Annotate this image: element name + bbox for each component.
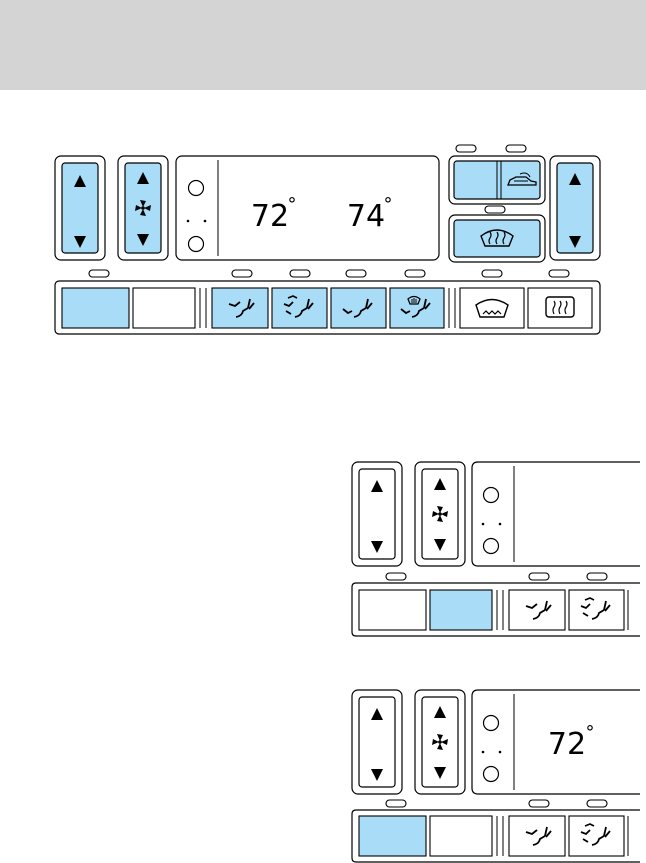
detail-panel-auto-mode: 72 ° — [0, 668, 646, 863]
off-button[interactable] — [430, 816, 492, 856]
off-button[interactable] — [133, 288, 195, 328]
auto-button[interactable] — [62, 288, 129, 328]
detail-panel-off-mode — [0, 440, 646, 640]
temperature-display: 72 ° 74 ° — [176, 156, 439, 260]
indicator-led — [89, 270, 109, 277]
temp-right-readout: 74 — [347, 199, 385, 234]
mode-button-bar — [352, 583, 640, 636]
indicator-led — [232, 270, 252, 277]
panel-vent-button[interactable] — [509, 590, 565, 630]
indicator-led — [405, 270, 425, 277]
auto-button[interactable] — [359, 816, 426, 856]
recirculation-button[interactable] — [449, 156, 545, 204]
display-indicator-bottom — [189, 237, 204, 252]
indicator-led — [346, 270, 366, 277]
temperature-display: 72 ° — [472, 690, 640, 794]
mode-button-bar — [55, 281, 600, 334]
fan-speed-control[interactable] — [415, 690, 465, 794]
bilevel-vent-button[interactable] — [272, 288, 327, 328]
indicator-led — [587, 573, 607, 580]
front-defrost-button[interactable] — [449, 215, 545, 262]
floor-defrost-button[interactable] — [390, 288, 444, 328]
temp-left-readout: 72 — [251, 199, 289, 234]
panel-vent-button[interactable] — [509, 816, 565, 856]
indicator-led — [386, 573, 406, 580]
bilevel-vent-button[interactable] — [569, 590, 624, 630]
indicator-led — [529, 573, 549, 580]
floor-vent-button[interactable] — [331, 288, 386, 328]
temp-readout: 72 — [548, 727, 586, 762]
temp-control[interactable] — [352, 462, 402, 566]
fan-speed-control[interactable] — [118, 156, 168, 260]
indicator-led — [485, 206, 505, 213]
right-temp-control[interactable] — [550, 156, 600, 260]
indicator-led — [456, 145, 476, 152]
fan-speed-control[interactable] — [415, 462, 465, 566]
degree-symbol: ° — [586, 722, 595, 743]
auto-button[interactable] — [359, 590, 426, 630]
indicator-led — [549, 270, 569, 277]
left-temp-control[interactable] — [55, 156, 105, 260]
display-indicator-top — [189, 181, 204, 196]
indicator-led — [290, 270, 310, 277]
main-climate-panel: 72 ° 74 ° — [0, 0, 646, 340]
mode-button-bar — [352, 810, 640, 862]
temp-control[interactable] — [352, 690, 402, 794]
indicator-led — [506, 145, 526, 152]
off-button[interactable] — [430, 590, 492, 630]
temperature-display — [472, 462, 640, 566]
indicator-led — [529, 800, 549, 807]
degree-symbol: ° — [384, 194, 393, 215]
windshield-button[interactable] — [460, 288, 524, 328]
degree-symbol: ° — [288, 194, 297, 215]
indicator-led — [587, 800, 607, 807]
indicator-led — [482, 270, 502, 277]
bilevel-vent-button[interactable] — [569, 816, 624, 856]
indicator-led — [386, 800, 406, 807]
panel-vent-button[interactable] — [212, 288, 268, 328]
